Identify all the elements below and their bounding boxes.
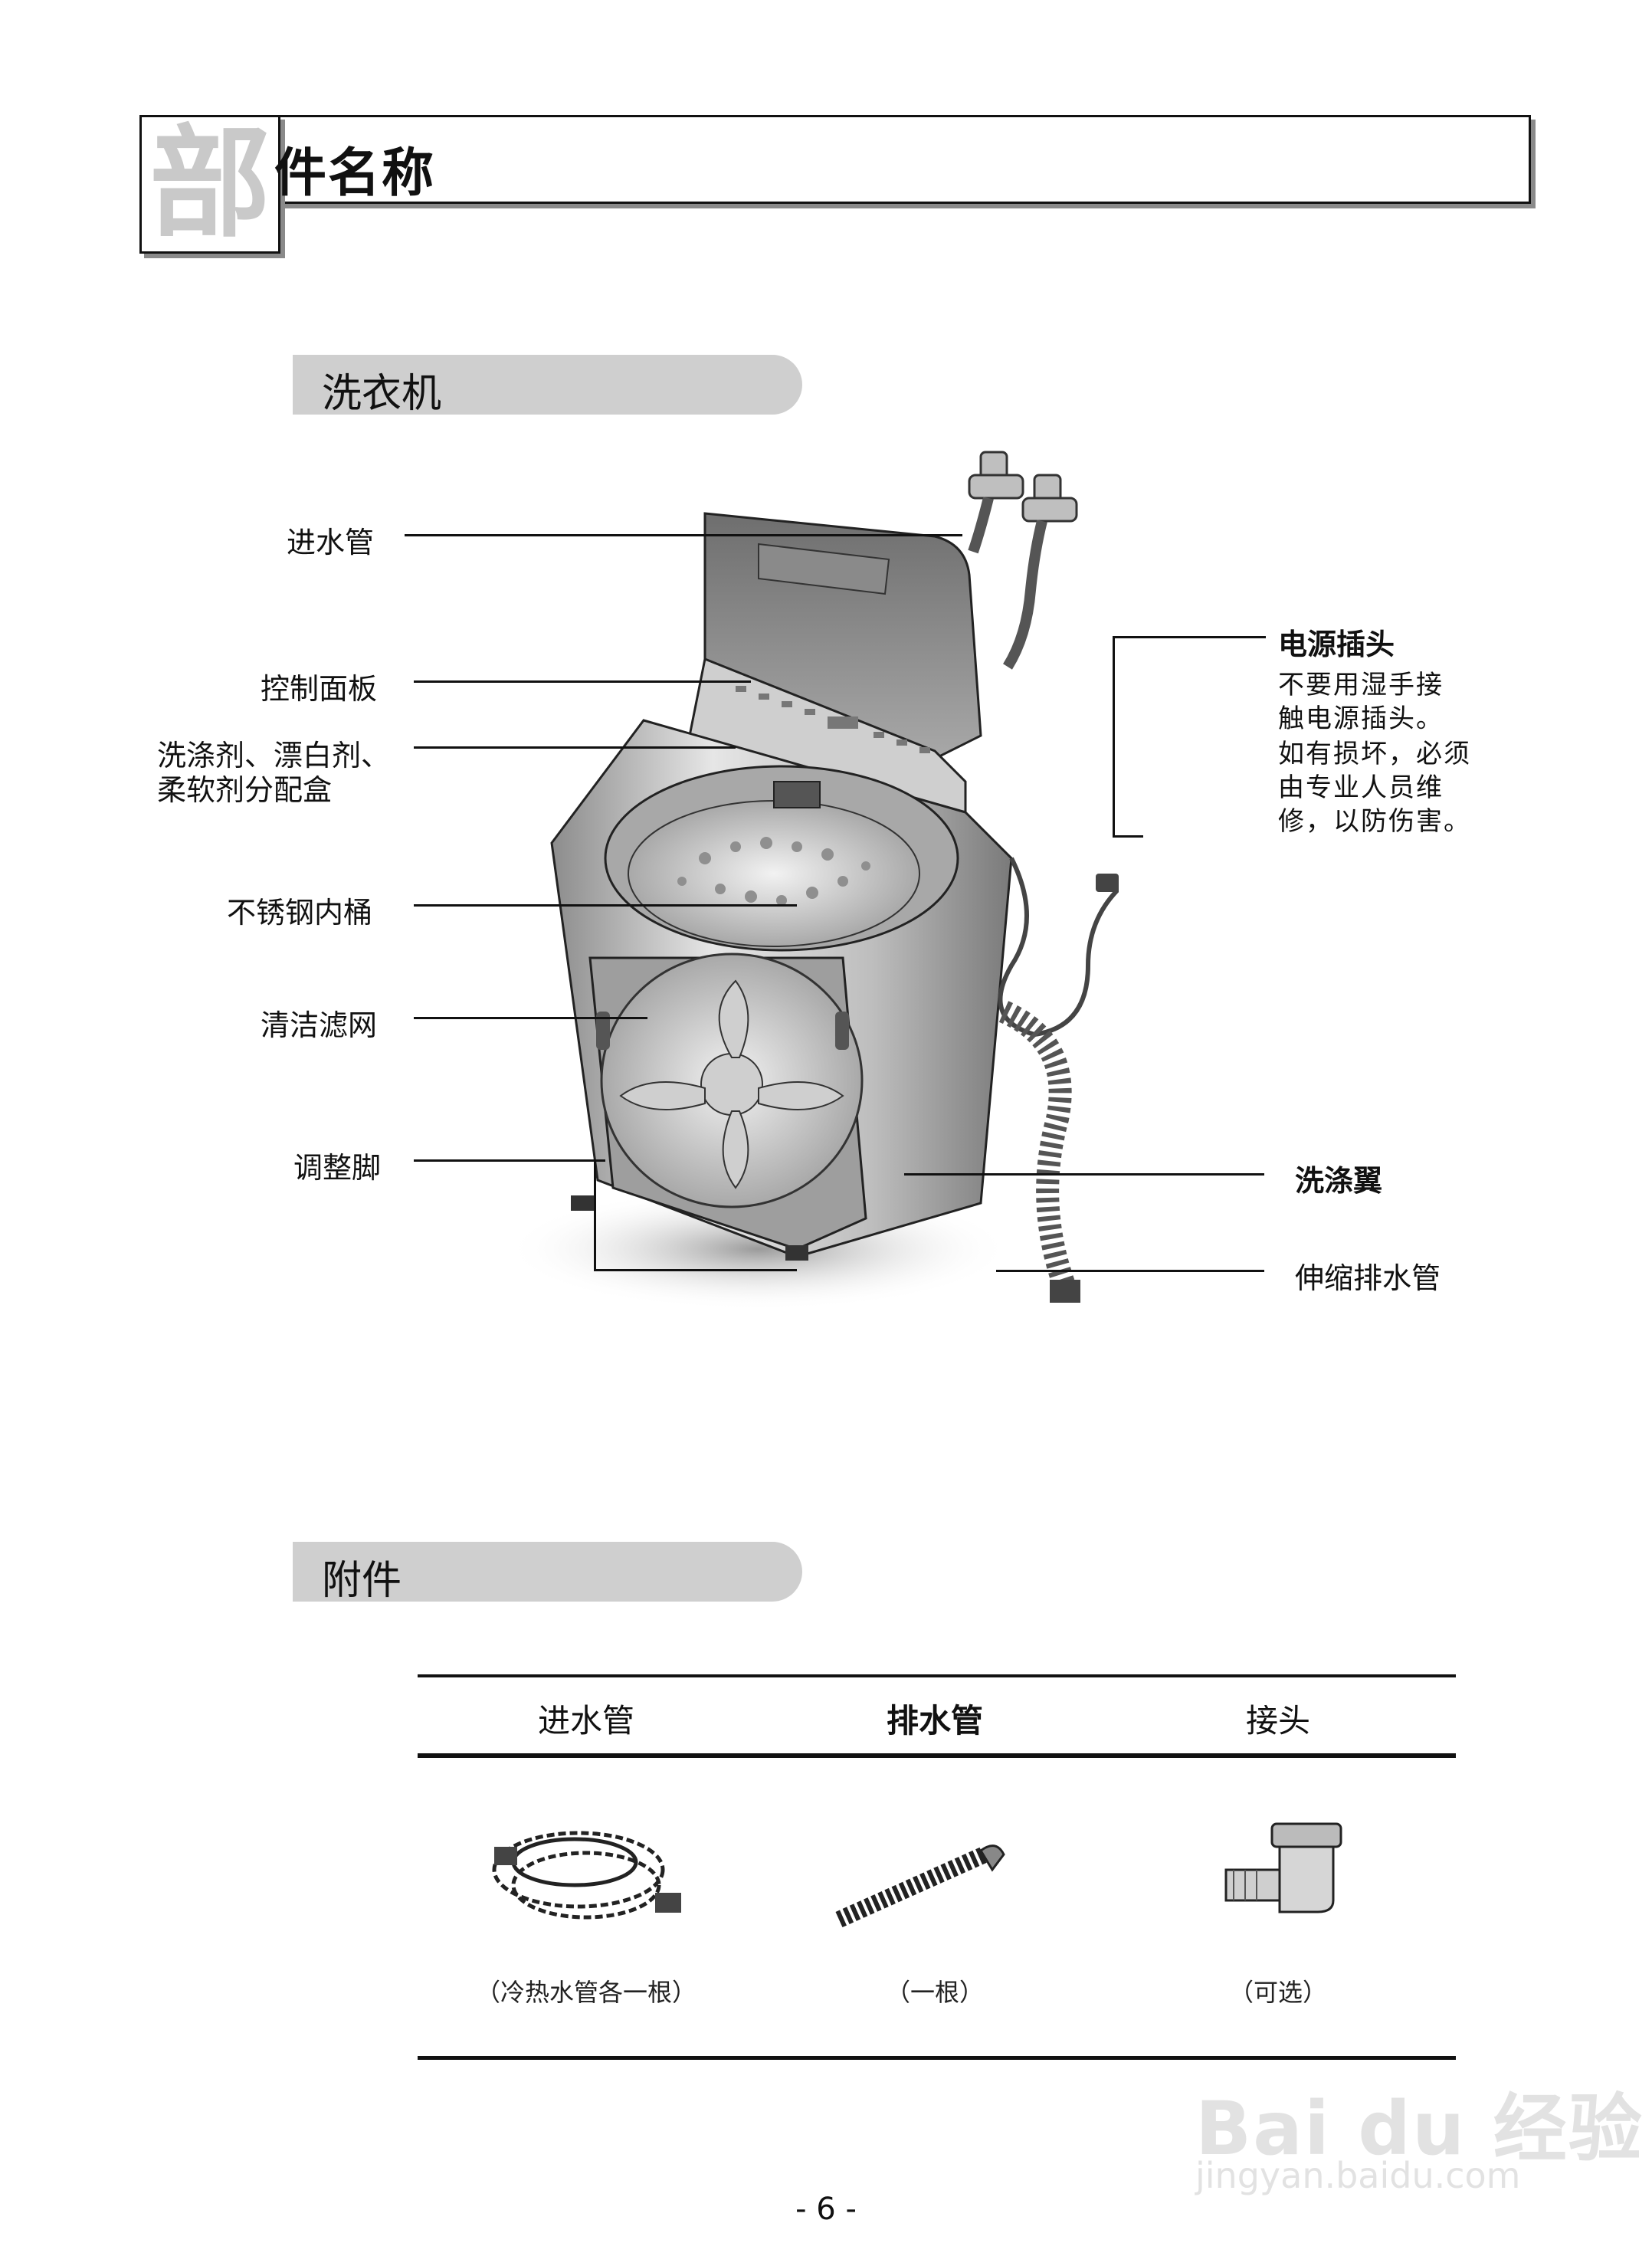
leader-line-control-panel (414, 680, 751, 683)
caption-drain-hose: （一根） (885, 1978, 984, 2007)
leader-line-drain-hose (996, 1270, 1264, 1272)
note-power-line1: 不要用湿手接 (1278, 670, 1444, 700)
label-dispenser-line2: 柔软剂分配盒 (157, 773, 333, 807)
section-title-washer: 洗衣机 (322, 371, 442, 417)
label-control-panel: 控制面板 (261, 672, 378, 706)
leader-line-dispenser (414, 746, 736, 749)
watermark-url: jingyan.baidu.com (1195, 2155, 1521, 2196)
table-header-connector: 接头 (1245, 1702, 1310, 1740)
leader-line-inlet-hose (405, 534, 962, 536)
label-inner-tub: 不锈钢内桶 (227, 896, 373, 930)
table-header-drain-hose: 排水管 (886, 1702, 983, 1740)
caption-inlet-hose: （冷热水管各一根） (475, 1978, 697, 2007)
leader-line-power-plug (1113, 636, 1266, 638)
note-power-line2: 触电源插头。 (1278, 703, 1444, 734)
leader-line-leveling-feet (414, 1159, 605, 1162)
leader-line-lint-filter (414, 1017, 647, 1019)
leader-line-leveling-feet-bottom (594, 1269, 797, 1271)
section-banner-washer: 洗衣机 (293, 355, 802, 417)
note-power-line4: 由专业人员维 (1278, 772, 1444, 803)
section-banner-accessories: 附件 (293, 1542, 802, 1604)
label-lint-filter: 清洁滤网 (261, 1008, 378, 1042)
section-title-accessories: 附件 (322, 1558, 402, 1604)
title-first-character: 部 (139, 115, 280, 254)
washing-machine-illustration (506, 451, 1119, 1310)
label-drain-hose: 伸缩排水管 (1295, 1261, 1441, 1295)
caption-connector: （可选） (1228, 1978, 1327, 2007)
label-leveling-feet: 调整脚 (293, 1151, 382, 1185)
note-power-line5: 修，以防伤害。 (1278, 806, 1471, 837)
label-power-plug: 电源插头 (1278, 628, 1395, 661)
connector-icon (1224, 1822, 1342, 1913)
drain-hose-icon (835, 1844, 1005, 1928)
table-header-rule (418, 1753, 1456, 1758)
leader-line-power-plug-vertical (1113, 636, 1115, 835)
leader-line-pulsator (904, 1173, 1264, 1176)
label-dispenser-line1: 洗涤剂、漂白剂、 (157, 739, 391, 772)
leader-line-inner-tub (414, 904, 797, 907)
note-power-line3: 如有损坏，必须 (1278, 739, 1471, 769)
leader-line-power-plug-end (1113, 835, 1143, 838)
title-frame (139, 115, 1531, 204)
inlet-hose-icon (492, 1831, 681, 1920)
leader-line-leveling-feet-vertical (594, 1159, 596, 1271)
label-inlet-hose: 进水管 (287, 526, 375, 559)
watermark-logo: Bai du 经验 (1195, 2086, 1644, 2172)
page-title: 件名称 (274, 143, 436, 204)
label-pulsator: 洗涤翼 (1295, 1164, 1383, 1198)
table-top-rule (418, 1674, 1456, 1677)
table-bottom-rule (418, 2056, 1456, 2060)
table-header-inlet-hose: 进水管 (537, 1702, 634, 1740)
page-number: - 6 - (795, 2192, 857, 2227)
